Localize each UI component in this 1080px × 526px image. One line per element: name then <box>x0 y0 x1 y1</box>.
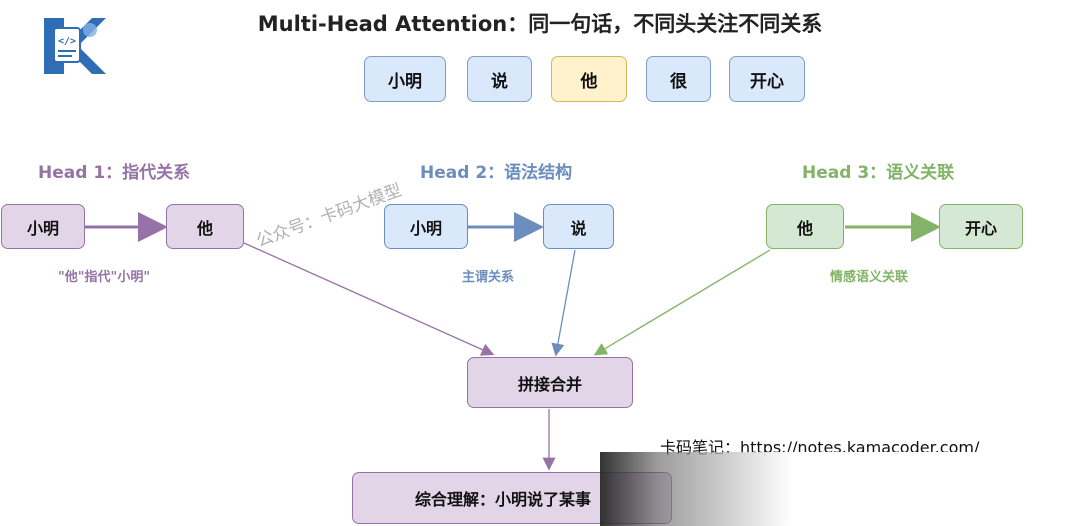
head2-note: 主谓关系 <box>462 270 515 285</box>
head2-title: Head 2：语法结构 <box>420 163 573 183</box>
diagram-title: Multi-Head Attention：同一句话，不同头关注不同关系 <box>257 12 823 36</box>
token-xiaoming: 小明 <box>364 56 446 102</box>
token-ta-highlighted: 他 <box>551 56 627 102</box>
head3-node-kaixin: 开心 <box>939 204 1023 249</box>
arrow-head3-to-concat <box>593 249 771 356</box>
token-shuo: 说 <box>467 56 532 102</box>
token-kaixin: 开心 <box>729 56 805 102</box>
head1-node-ta: 他 <box>166 204 244 249</box>
head3-note: 情感语义关联 <box>830 270 909 285</box>
head2-node-shuo: 说 <box>543 204 614 249</box>
corner-fade-overlay <box>600 452 1080 526</box>
head3-title: Head 3：语义关联 <box>802 163 955 183</box>
arrow-head2-to-concat <box>551 249 576 357</box>
token-hen: 很 <box>646 56 711 102</box>
arrow-head1-to-concat <box>243 242 495 356</box>
head1-note: "他"指代"小明" <box>58 270 151 285</box>
head2-node-xiaoming: 小明 <box>384 204 468 249</box>
head1-title: Head 1：指代关系 <box>38 163 191 183</box>
svg-text:</>: </> <box>58 36 76 47</box>
kamacoder-logo: </> <box>44 18 106 74</box>
head1-node-xiaoming: 小明 <box>1 204 85 249</box>
head3-node-ta: 他 <box>766 204 844 249</box>
concat-node: 拼接合并 <box>467 357 633 408</box>
